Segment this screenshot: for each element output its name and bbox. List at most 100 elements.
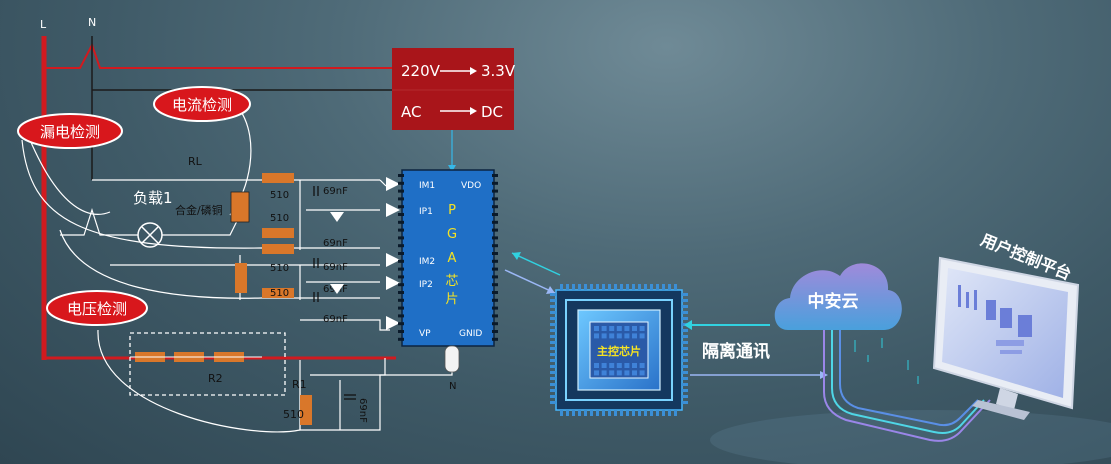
mcu-pin: [550, 323, 556, 326]
mcu-pin: [614, 410, 617, 416]
mcu-pin: [620, 284, 623, 290]
chip-letter: 芯: [445, 274, 458, 289]
arrow-right-icon: [440, 107, 477, 115]
mcu-pin: [682, 353, 688, 356]
chip-pin: [398, 197, 404, 201]
mcu-pin: [682, 347, 688, 350]
chip-pin: [492, 213, 498, 216]
chip-pin: [398, 252, 404, 255]
signal-wires: [21, 109, 453, 433]
resistor-value: 510: [270, 263, 289, 274]
mcu-pin: [550, 311, 556, 314]
mcu-pin: [550, 377, 556, 380]
chip-pin: [492, 291, 498, 294]
mcu-cell: [609, 326, 615, 331]
mcu-pin: [650, 410, 653, 416]
mcu-pin: [632, 284, 635, 290]
mcu-pin: [550, 329, 556, 332]
mcu-pin: [550, 299, 556, 302]
mcu-pin: [550, 365, 556, 368]
tag-leak-detection: 漏电检测: [17, 113, 123, 149]
mcu-cell: [609, 333, 615, 339]
mcu-cell: [632, 370, 637, 376]
mcu-cell: [616, 326, 622, 331]
mcu-pin: [682, 389, 688, 392]
neutral-connector: N: [444, 345, 460, 392]
mcu-pin: [572, 284, 575, 290]
mcu-pin: [560, 284, 563, 290]
mcu-pin: [682, 377, 688, 380]
mcu-cell: [601, 370, 607, 376]
mcu-pin: [590, 410, 593, 416]
mcu-pin: [602, 284, 605, 290]
monitor-chart-icon: [958, 285, 1032, 354]
mcu-cell: [632, 326, 637, 331]
chip-pin: [398, 174, 404, 177]
lamp-icon: [137, 222, 163, 248]
mcu-cell: [616, 363, 622, 368]
mcu-pin: [626, 284, 629, 290]
chip-pin: [492, 220, 498, 224]
resistor-value: 510: [270, 190, 289, 201]
chip-pin: [398, 181, 404, 185]
ground-icon: [330, 212, 344, 294]
chip-pin: [492, 244, 498, 248]
r1-label: R1: [292, 378, 307, 391]
chip-pin: [492, 306, 498, 310]
mcu-pin: [656, 284, 659, 290]
power-in-voltage: 220V: [401, 62, 441, 80]
shunt-resistor: [230, 191, 250, 223]
pin-vdo: VDO: [461, 181, 481, 191]
mcu-pin: [682, 317, 688, 320]
mcu-pin: [682, 401, 688, 404]
mcu-pin: [682, 371, 688, 374]
mcu-pin: [638, 410, 641, 416]
mcu-pin: [572, 410, 575, 416]
mcu-pin: [596, 284, 599, 290]
mcu-cell: [624, 363, 630, 368]
chip-pin: [398, 205, 404, 209]
chip-pin: [492, 174, 498, 177]
chip-pin: [492, 337, 498, 341]
network-cables: [823, 330, 991, 442]
chip-letter: 片: [445, 292, 458, 307]
chip-pin: [398, 228, 404, 232]
neutral-wire: [91, 36, 392, 180]
chip-pin: [398, 189, 404, 193]
wire-label-n: N: [88, 16, 96, 29]
mcu-pin: [674, 410, 677, 416]
chip-pin: [398, 259, 404, 263]
power-out-type: DC: [481, 103, 503, 121]
mcu-cell: [609, 363, 615, 368]
mcu-pin: [578, 284, 581, 290]
isolation-link: 隔离通讯: [684, 320, 828, 379]
mcu-pin: [550, 341, 556, 344]
svg-text:漏电检测: 漏电检测: [40, 123, 100, 141]
svg-text:N: N: [449, 381, 456, 392]
svg-text:电压检测: 电压检测: [67, 300, 127, 318]
mcu-pin: [550, 401, 556, 404]
chip-pin: [492, 283, 498, 287]
tag-voltage-detection: 电压检测: [46, 290, 148, 326]
mcu-cell: [632, 363, 637, 368]
pga-chip: IM1 IP1 IM2 IP2 VP VDO GNID P G A 芯 片: [398, 169, 498, 347]
mcu-cell: [594, 333, 599, 339]
cloud-beams: [854, 338, 919, 384]
mcu-cell: [624, 333, 630, 339]
mcu-pin: [614, 284, 617, 290]
mcu-cell: [609, 370, 615, 376]
chip-pin: [398, 220, 404, 224]
chip-pin: [398, 267, 404, 271]
chip-letter: P: [448, 203, 456, 218]
chip-pin: [398, 298, 404, 302]
resistor: [262, 173, 294, 183]
mcu-pin: [682, 311, 688, 314]
power-in-type: AC: [401, 103, 421, 121]
mcu-pin: [584, 410, 587, 416]
mcu-pin: [644, 410, 647, 416]
capacitor-value: 69nF: [357, 398, 368, 423]
mcu-pin: [682, 335, 688, 338]
resistor-value: 510: [270, 213, 289, 224]
